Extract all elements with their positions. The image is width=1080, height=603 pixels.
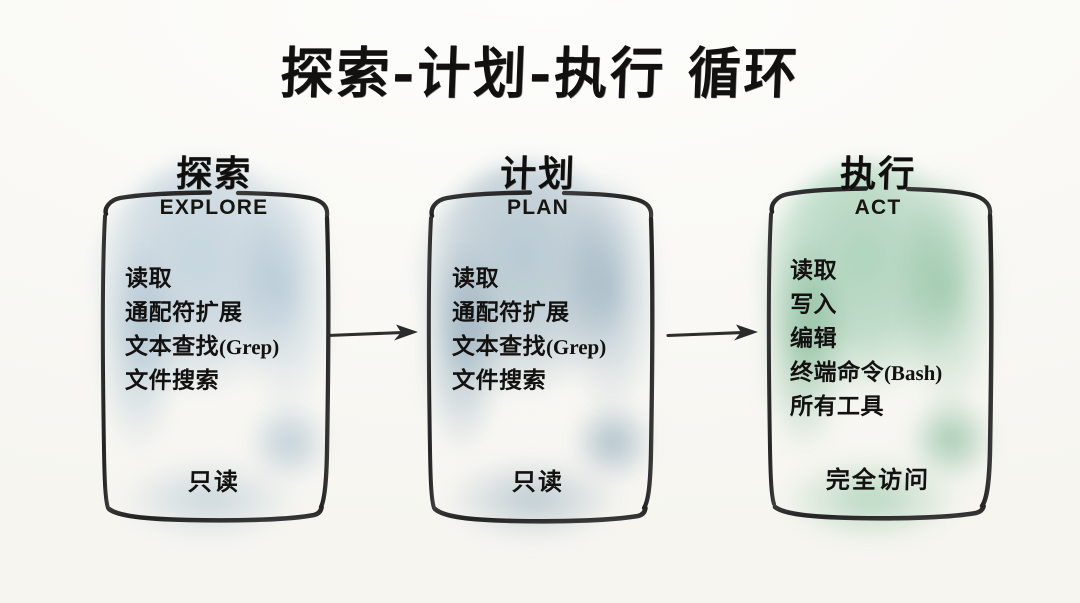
- list-item: 文本查找(Grep): [124, 333, 280, 360]
- list-item: 文件搜索: [451, 367, 547, 394]
- list-item: 读取: [124, 265, 173, 292]
- card-footer-plan: 只读: [511, 467, 565, 496]
- card-title-cn: 计划: [499, 153, 577, 195]
- capability-list-act: 读取 写入 编辑 终端命令(Bash) 所有工具: [790, 254, 1014, 424]
- list-item: 通配符扩展: [124, 299, 243, 326]
- stage-card-plan[interactable]: 计划 PLAN 读取 通配符扩展 文本查找(Grep) 文件搜索 只读: [402, 150, 674, 562]
- capability-list-plan: 读取 通配符扩展 文本查找(Grep) 文件搜索: [452, 262, 674, 398]
- list-item: 读取: [789, 257, 838, 284]
- list-item: 文件搜索: [124, 367, 220, 394]
- list-item: 编辑: [789, 325, 838, 352]
- capability-list-explore: 读取 通配符扩展 文本查找(Grep) 文件搜索: [125, 262, 350, 398]
- stage-card-act[interactable]: 执行 ACT 读取 写入 编辑 终端命令(Bash) 所有工具 完全访问: [742, 150, 1014, 564]
- card-title-cn: 探索: [175, 153, 253, 195]
- list-item: 通配符扩展: [451, 299, 570, 326]
- page-title: 探索-计划-执行 循环: [279, 41, 801, 107]
- card-heading-act: 执行 ACT: [742, 153, 1014, 220]
- card-heading-explore: 探索 EXPLORE: [78, 153, 350, 220]
- card-title-en: EXPLORE: [159, 195, 269, 219]
- card-title-en: PLAN: [507, 195, 569, 219]
- list-item: 终端命令(Bash): [789, 359, 943, 386]
- card-title-cn: 执行: [839, 153, 917, 195]
- card-title-en: ACT: [854, 195, 902, 219]
- list-item: 写入: [789, 291, 838, 318]
- card-footer-act: 完全访问: [825, 465, 931, 494]
- list-item: 所有工具: [789, 393, 885, 420]
- list-item: 读取: [451, 265, 500, 292]
- card-heading-plan: 计划 PLAN: [402, 153, 674, 220]
- card-footer-explore: 只读: [187, 467, 241, 496]
- stage-card-explore[interactable]: 探索 EXPLORE 读取 通配符扩展 文本查找(Grep) 文件搜索 只读: [78, 150, 350, 562]
- list-item: 文本查找(Grep): [451, 333, 607, 360]
